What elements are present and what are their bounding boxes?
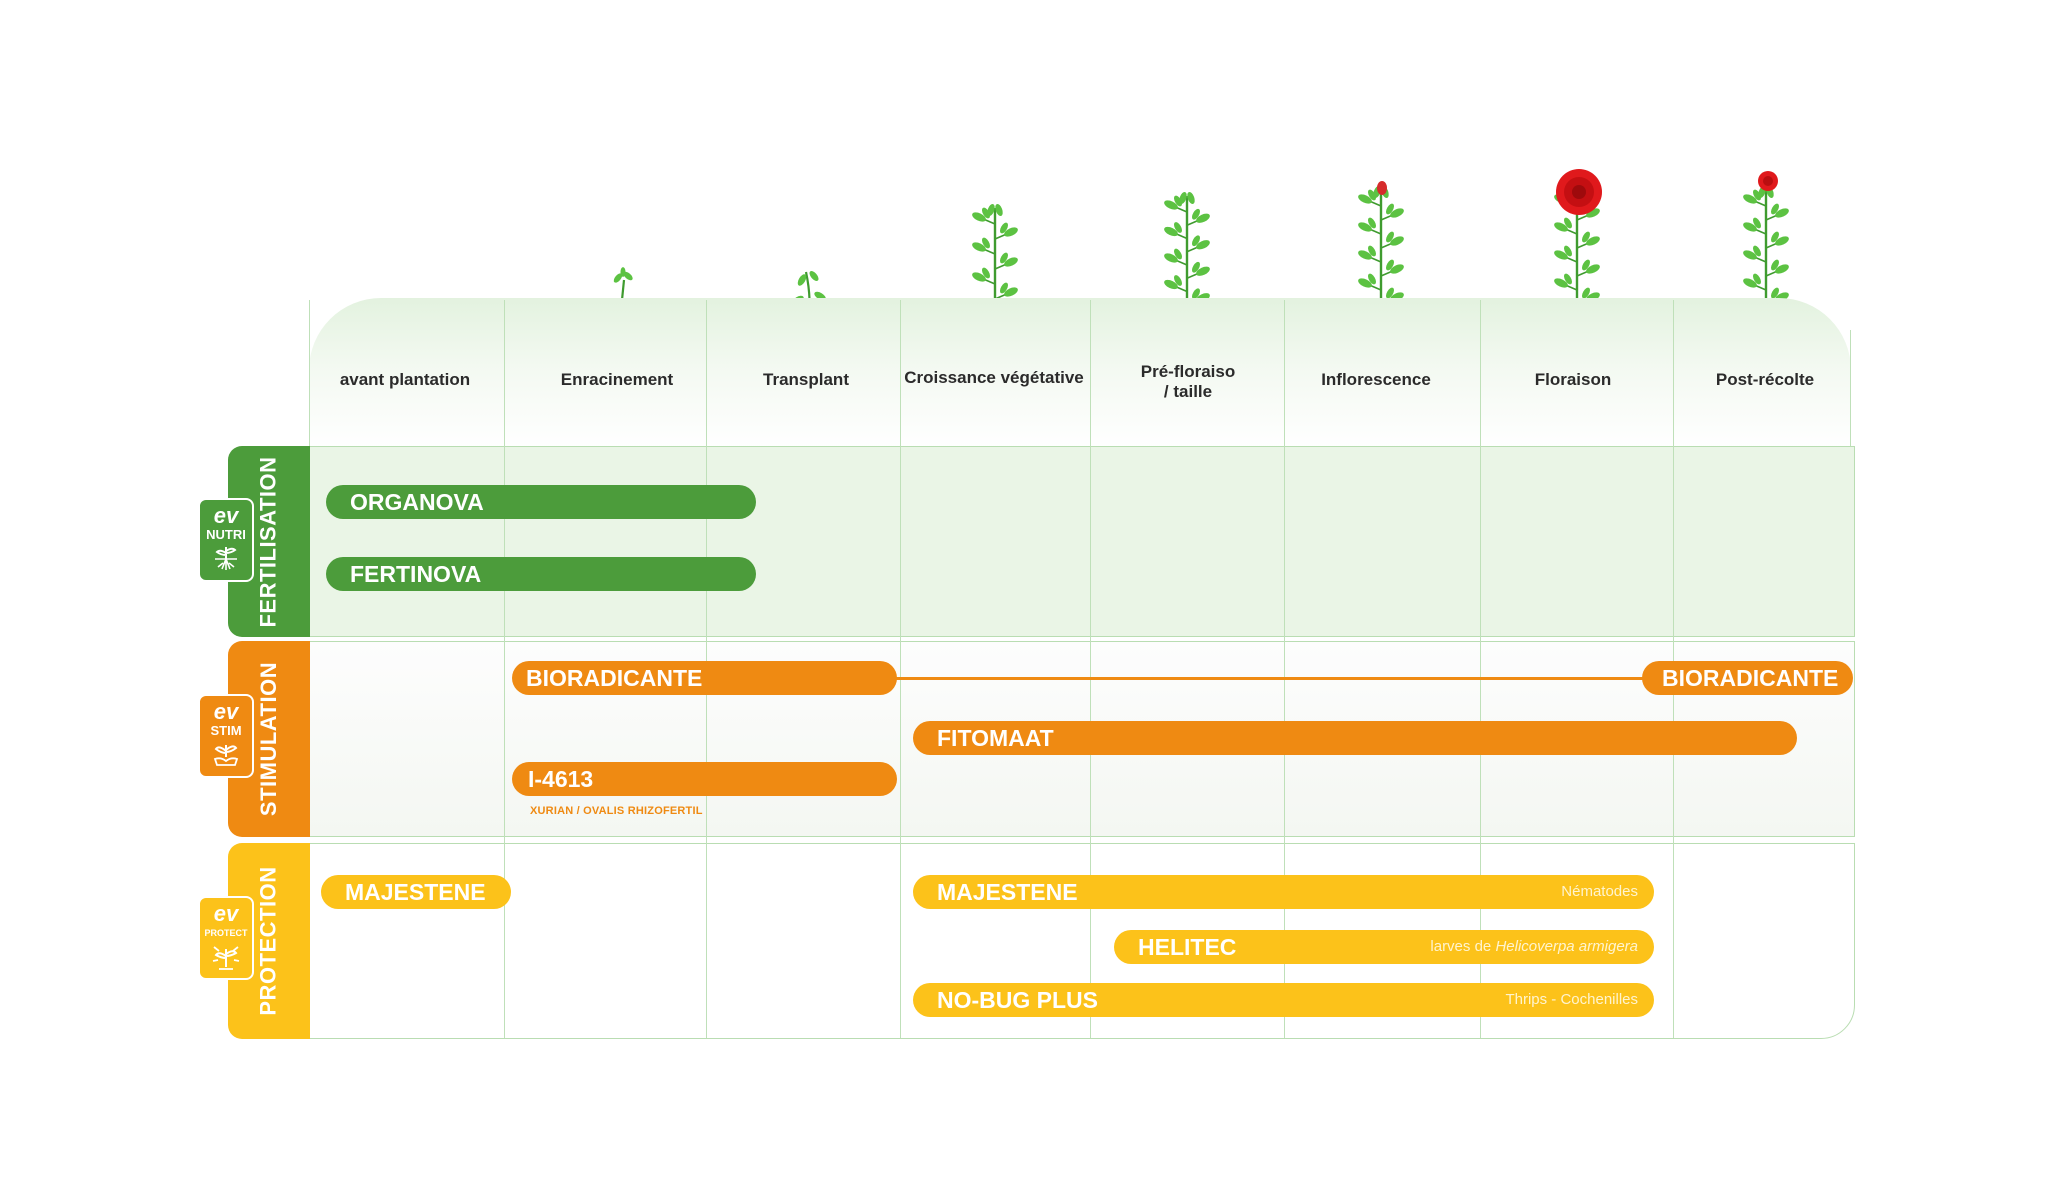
ev-logo: ev bbox=[213, 699, 239, 724]
product-bar-fitomaat[interactable]: FITOMAAT bbox=[913, 721, 1797, 755]
i-4613-note: XURIAN / OVALIS RHIZOFERTIL bbox=[530, 805, 703, 817]
target-pest: larves de Helicoverpa armigera bbox=[1430, 930, 1638, 964]
protection-label: PROTECTION bbox=[256, 866, 282, 1016]
product-name: MAJESTENE bbox=[345, 879, 486, 905]
product-bar-bioradicante-post-recolte[interactable]: BIORADICANTE bbox=[1642, 661, 1853, 695]
sprout-hand-icon bbox=[213, 745, 239, 766]
product-bar-i-4613[interactable]: I-4613 bbox=[512, 762, 897, 796]
target-pest-prefix: larves de bbox=[1430, 938, 1496, 955]
plant-stages-illustration bbox=[613, 169, 1789, 300]
product-bar-helitec[interactable]: HELITEC larves de Helicoverpa armigera bbox=[1114, 930, 1654, 964]
stage-label-enracinement: Enracinement bbox=[560, 370, 674, 389]
stage-label-croissance: Croissance végétative bbox=[904, 368, 1084, 387]
young-plant-icon bbox=[792, 271, 826, 300]
stim-badge-label: STIM bbox=[210, 723, 242, 738]
column-divider bbox=[1284, 300, 1285, 1038]
product-name: FITOMAAT bbox=[937, 725, 1054, 751]
nutri-badge: ev NUTRI bbox=[198, 498, 254, 582]
column-divider bbox=[1850, 330, 1851, 446]
stage-label-post-recolte: Post-récolte bbox=[1715, 370, 1815, 389]
bushy-plant-icon bbox=[1164, 191, 1210, 300]
plant-roots-icon bbox=[215, 547, 237, 570]
ev-logo: ev bbox=[213, 503, 239, 528]
protect-badge: ev PROTECT bbox=[198, 896, 254, 980]
fertilisation-section bbox=[309, 446, 1855, 637]
stage-header bbox=[309, 298, 1851, 448]
column-divider bbox=[900, 300, 901, 1038]
stage-label-avant-plantation: avant plantation bbox=[339, 370, 471, 389]
leafy-plant-icon bbox=[972, 203, 1018, 300]
shield-plant-icon bbox=[212, 946, 240, 970]
stim-badge: ev STIM bbox=[198, 694, 254, 778]
product-name: BIORADICANTE bbox=[526, 665, 703, 691]
stage-label-transplant: Transplant bbox=[763, 370, 849, 389]
fertilisation-label: FERTILISATION bbox=[256, 455, 281, 628]
product-name: I-4613 bbox=[528, 766, 594, 792]
stage-label-floraison: Floraison bbox=[1534, 370, 1612, 389]
column-divider bbox=[1090, 300, 1091, 1038]
product-name: NO-BUG PLUS bbox=[937, 987, 1098, 1013]
target-pest: Nématodes bbox=[1561, 883, 1638, 900]
product-name: FERTINOVA bbox=[350, 561, 482, 587]
product-bar-majestene-avant-plantation[interactable]: MAJESTENE bbox=[321, 875, 511, 909]
ev-logo: ev bbox=[213, 901, 239, 926]
product-bar-fertinova[interactable]: FERTINOVA bbox=[326, 557, 756, 591]
nutri-badge-label: NUTRI bbox=[206, 527, 246, 542]
column-divider bbox=[1480, 300, 1481, 1038]
product-bar-bioradicante[interactable]: BIORADICANTE bbox=[512, 661, 897, 695]
stage-label-inflorescence: Inflorescence bbox=[1321, 370, 1431, 389]
product-bar-organova[interactable]: ORGANOVA bbox=[326, 485, 756, 519]
column-divider bbox=[309, 300, 310, 446]
product-name: BIORADICANTE bbox=[1662, 665, 1839, 691]
product-bar-majestene[interactable]: MAJESTENE Nématodes bbox=[913, 875, 1654, 909]
protect-badge-label: PROTECT bbox=[204, 928, 248, 938]
target-pest: Thrips - Cochenilles bbox=[1505, 991, 1638, 1008]
product-bar-no-bug-plus[interactable]: NO-BUG PLUS Thrips - Cochenilles bbox=[913, 983, 1654, 1017]
column-divider bbox=[504, 300, 505, 1038]
harvested-rose-icon bbox=[1743, 171, 1789, 300]
target-pest-species: Helicoverpa armigera bbox=[1495, 938, 1638, 955]
seedling-icon bbox=[613, 267, 633, 300]
bioradicante-connector-line bbox=[890, 677, 1650, 680]
budding-rose-icon bbox=[1358, 181, 1404, 300]
stimulation-label: STIMULATION bbox=[256, 661, 281, 817]
stage-label-pre-floraison: Pré-floraiso / taille bbox=[1140, 362, 1236, 401]
product-name: ORGANOVA bbox=[350, 489, 484, 515]
blooming-rose-icon bbox=[1554, 169, 1602, 300]
product-name: HELITEC bbox=[1138, 934, 1237, 960]
product-name: MAJESTENE bbox=[937, 879, 1078, 905]
